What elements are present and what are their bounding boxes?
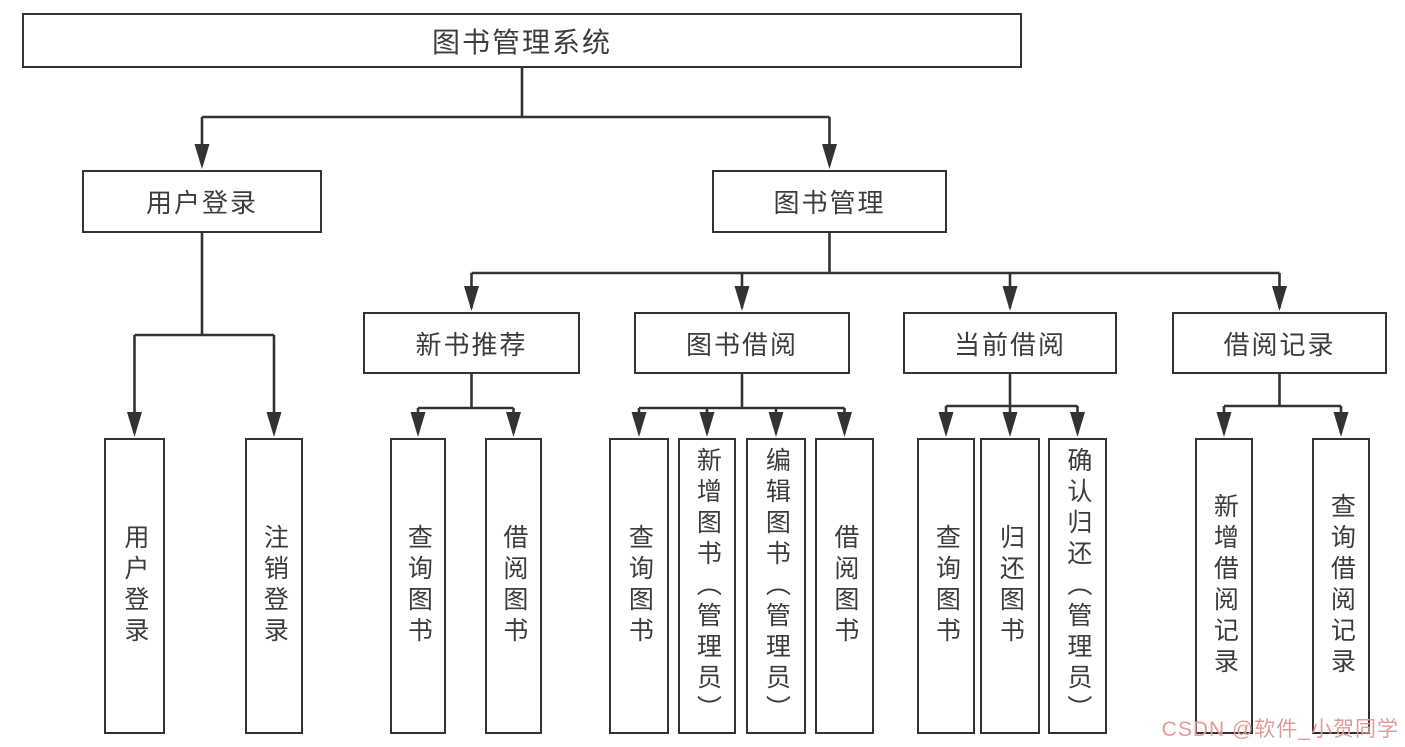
- node-book-borrow: 图书借阅: [634, 312, 850, 374]
- leaf-add-borrow-record-label: 新增借阅记录: [1210, 493, 1239, 679]
- leaf-query-book-borrow-label: 查询图书: [625, 524, 654, 648]
- leaf-return-book: 归还图书: [980, 438, 1040, 734]
- node-root-label: 图书管理系统: [431, 26, 612, 58]
- leaf-query-book-rec: 查询图书: [390, 438, 446, 734]
- leaf-logout: 注销登录: [245, 438, 303, 734]
- leaf-query-borrow-record: 查询借阅记录: [1312, 438, 1370, 734]
- leaf-query-book-current: 查询图书: [917, 438, 975, 734]
- node-book-borrow-label: 图书借阅: [685, 329, 798, 360]
- leaf-add-book-admin: 新增图书（管理员）: [678, 438, 736, 734]
- leaf-query-book-current-label: 查询图书: [932, 524, 961, 648]
- edge-root-to-level2: [194, 68, 837, 169]
- leaf-confirm-return-admin-label: 确认归还（管理员）: [1063, 446, 1092, 726]
- node-book-mgmt: 图书管理: [712, 170, 947, 233]
- node-root: 图书管理系统: [22, 13, 1022, 68]
- leaf-edit-book-admin-label: 编辑图书（管理员）: [762, 446, 791, 726]
- leaf-user-login: 用户登录: [104, 438, 165, 734]
- node-borrow-records-label: 借阅记录: [1223, 329, 1336, 360]
- leaf-add-book-admin-label: 新增图书（管理员）: [693, 446, 722, 726]
- edge-user-login-to-leaves: [127, 233, 282, 437]
- leaf-borrow-book: 借阅图书: [815, 438, 874, 734]
- node-new-book-rec-label: 新书推荐: [415, 329, 528, 360]
- leaf-query-borrow-record-label: 查询借阅记录: [1327, 493, 1356, 679]
- leaf-logout-label: 注销登录: [260, 524, 289, 648]
- leaf-query-book-borrow: 查询图书: [609, 438, 669, 734]
- leaf-edit-book-admin: 编辑图书（管理员）: [746, 438, 806, 734]
- leaf-borrow-book-rec-label: 借阅图书: [499, 524, 528, 648]
- leaf-user-login-label: 用户登录: [120, 524, 149, 648]
- edge-book-borrow-to-leaves: [631, 374, 852, 437]
- node-user-login: 用户登录: [82, 170, 322, 233]
- node-new-book-rec: 新书推荐: [363, 312, 580, 374]
- node-user-login-label: 用户登录: [145, 188, 258, 218]
- leaf-return-book-label: 归还图书: [996, 524, 1025, 648]
- edge-current-borrow-to-leaves: [938, 374, 1085, 437]
- edge-book-mgmt-to-level3: [464, 233, 1287, 311]
- node-book-mgmt-label: 图书管理: [773, 188, 886, 218]
- node-current-borrow: 当前借阅: [903, 312, 1117, 374]
- leaf-query-book-rec-label: 查询图书: [404, 524, 433, 648]
- leaf-borrow-book-rec: 借阅图书: [485, 438, 542, 734]
- leaf-borrow-book-label: 借阅图书: [830, 524, 859, 648]
- node-current-borrow-label: 当前借阅: [953, 329, 1066, 360]
- leaf-add-borrow-record: 新增借阅记录: [1195, 438, 1253, 734]
- node-borrow-records: 借阅记录: [1172, 312, 1387, 374]
- csdn-watermark: CSDN @软件_小贺同学: [1161, 718, 1399, 741]
- edge-new-book-rec-to-leaves: [410, 374, 521, 437]
- leaf-confirm-return-admin: 确认归还（管理员）: [1048, 438, 1107, 734]
- edge-borrow-records-to-leaves: [1216, 374, 1349, 437]
